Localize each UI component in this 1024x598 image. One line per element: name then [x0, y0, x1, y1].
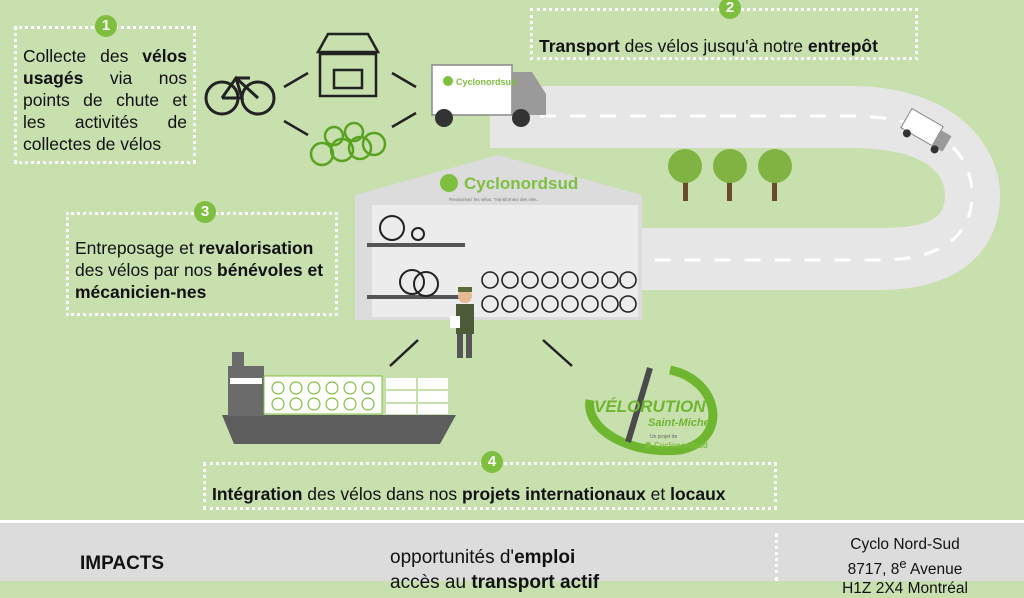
- step-4-bold-local: locaux: [670, 484, 726, 504]
- step-4-bold-projects: projets internationaux: [461, 484, 646, 504]
- impacts-divider: [775, 533, 778, 581]
- address-street-name: Avenue: [906, 561, 963, 579]
- step-4-text-and: et: [645, 484, 671, 504]
- address-block: Cyclo Nord-Sud 8717, 8e Avenue H1Z 2X4 M…: [800, 535, 1010, 598]
- step-1-bold: vélos usagés: [23, 46, 187, 88]
- impact-item-1-text: opportunités d': [390, 547, 515, 568]
- step-4-text: des vélos dans nos: [302, 484, 462, 504]
- step-3-bold-revalorisation: revalorisation: [198, 238, 314, 258]
- bikes-pile-icon: [309, 121, 387, 167]
- illustration: Cyclonordsud Cyclonordsud Revalorisez le…: [204, 32, 1000, 456]
- shop-icon: [315, 32, 381, 98]
- velorution-byline: Un projet de: [650, 434, 677, 440]
- velorution-logo: VÉLORUTION Saint-Michel Un projet de Cyc…: [585, 365, 718, 456]
- step-2-bold-entrepot: entrepôt: [807, 36, 878, 56]
- ship-icon: [222, 352, 456, 444]
- step-4-badge: 4: [481, 451, 503, 473]
- trees: [668, 149, 792, 201]
- small-truck-icon: [900, 107, 952, 154]
- step-1-text-end: via nos points de chute et les activités…: [23, 68, 187, 154]
- address-superscript: e: [899, 556, 907, 571]
- step-2-transport: 2 Transport des vélos jusqu'à notre entr…: [530, 0, 918, 60]
- step-1-collect: 1 Collecte des vélos usagés via nos poin…: [14, 15, 196, 164]
- velorution-title: VÉLORUTION: [594, 397, 706, 416]
- impact-item-employment: opportunités d'emploi: [390, 545, 599, 570]
- warehouse-brand: Cyclonordsud: [464, 174, 578, 193]
- impact-item-transport: accès au transport actif: [390, 570, 599, 595]
- mechanic-icon: [450, 287, 474, 358]
- step-3-badge: 3: [194, 201, 216, 223]
- warehouse-tagline: Revalorisez les vélos. Transformez des v…: [449, 197, 538, 202]
- step-3-text-mid: des vélos par nos: [75, 260, 218, 280]
- impacts-title: IMPACTS: [80, 553, 165, 574]
- velorution-brand: Cyclonordsud: [654, 441, 708, 450]
- step-2-badge: 2: [719, 0, 741, 19]
- connector-lines: [283, 71, 573, 367]
- impact-item-1-bold: emploi: [514, 547, 576, 568]
- step-3-storage: 3 Entreposage et revalorisation des vélo…: [66, 201, 338, 316]
- road: [490, 86, 1000, 290]
- address-line-2: 8717, 8e Avenue: [800, 554, 1010, 579]
- step-4-bold-integration: Intégration: [212, 484, 303, 504]
- step-2-bold-transport: Transport: [539, 36, 620, 56]
- impact-item-2-bold: transport actif: [471, 572, 600, 593]
- impacts-list: opportunités d'emploi accès au transport…: [390, 545, 599, 595]
- bicycle-icon: [204, 75, 276, 116]
- step-2-text: des vélos jusqu'à notre: [619, 36, 808, 56]
- step-4-integration: 4 Intégration des vélos dans nos projets…: [203, 451, 777, 510]
- step-1-badge: 1: [95, 15, 117, 37]
- warehouse: Cyclonordsud Revalorisez les vélos. Tran…: [355, 155, 642, 320]
- step-1-text: Collecte des: [23, 46, 143, 66]
- step-3-text: Entreposage et: [75, 238, 199, 258]
- truck-icon: Cyclonordsud: [431, 64, 546, 127]
- step-3-bold-volunteers: bénévoles et mécanicien-nes: [75, 260, 324, 302]
- velorution-subtitle: Saint-Michel: [648, 417, 714, 429]
- truck-logo: Cyclonordsud: [456, 77, 517, 87]
- address-street-number: 8717, 8: [847, 561, 900, 579]
- address-line-3: H1Z 2X4 Montréal: [842, 580, 968, 598]
- impact-item-2-text: accès au: [390, 572, 472, 593]
- impacts-bar: IMPACTS opportunités d'emploi accès au t…: [0, 520, 1024, 597]
- address-line-1: Cyclo Nord-Sud: [850, 536, 960, 553]
